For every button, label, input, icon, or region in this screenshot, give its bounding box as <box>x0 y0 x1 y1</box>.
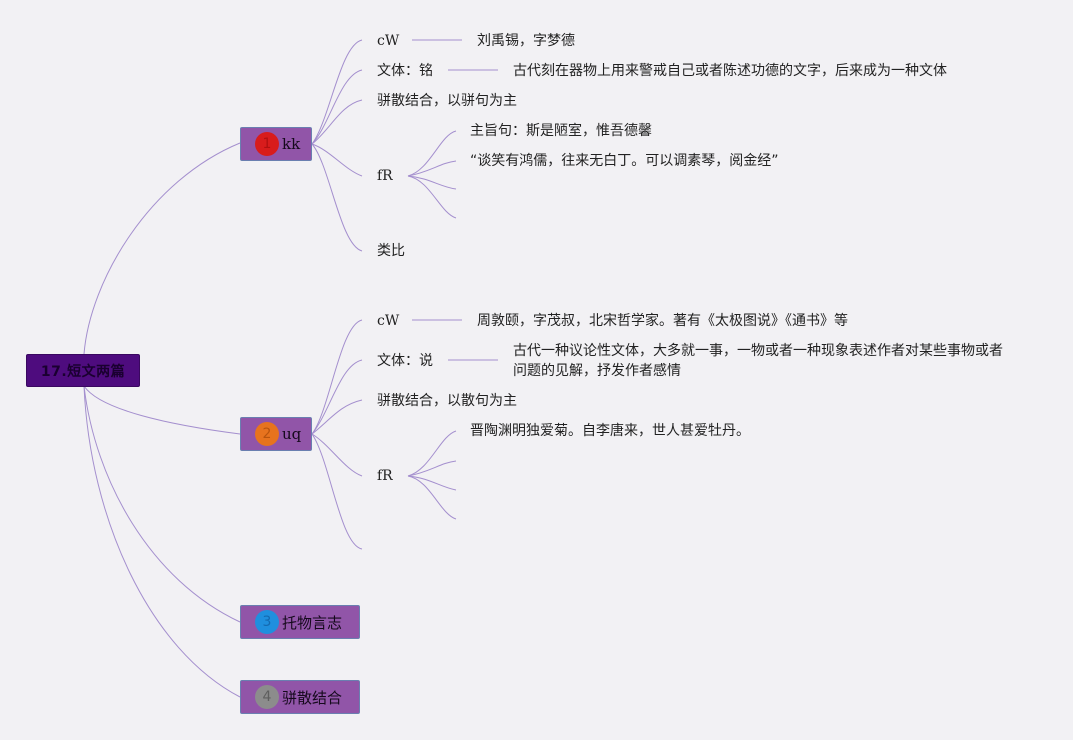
branch-2-style-label[interactable]: 骈散结合，以散句为主 <box>377 393 517 409</box>
branch-1-style-label[interactable]: 骈散结合，以骈句为主 <box>377 93 517 109</box>
link-root-branch-2 <box>83 385 241 435</box>
branch-1-analogy-label[interactable]: 类比 <box>377 243 405 259</box>
branch-1-author-detail[interactable]: 刘禹锡，字梦德 <box>477 33 575 49</box>
branch-1-label: kk <box>282 135 301 153</box>
number-badge-1: 1 <box>255 132 279 156</box>
branch-1-fr-detail-2[interactable]: “谈笑有鸿儒，往来无白丁。可以调素琴，阅金经” <box>470 153 779 169</box>
root-topic[interactable]: 17.短文两篇 <box>26 354 140 387</box>
branch-2-author-label[interactable]: cW <box>377 313 400 329</box>
branch-2-topic[interactable]: 2 uq <box>240 417 312 451</box>
branch-4-label: 骈散结合 <box>282 688 343 707</box>
number-badge-4: 4 <box>255 685 279 709</box>
branch-4-topic[interactable]: 4 骈散结合 <box>240 680 360 714</box>
branch-2-fr-label[interactable]: fR <box>377 468 393 484</box>
branch-1-author-label[interactable]: cW <box>377 33 400 49</box>
number-badge-3: 3 <box>255 610 279 634</box>
branch-2-label: uq <box>282 425 302 443</box>
branch-1-genre-label[interactable]: 文体：铭 <box>377 63 433 79</box>
branch-3-topic[interactable]: 3 托物言志 <box>240 605 360 639</box>
branch-2-genre-label[interactable]: 文体：说 <box>377 353 433 369</box>
branch-1-genre-detail[interactable]: 古代刻在器物上用来警戒自己或者陈述功德的文字，后来成为一种文体 <box>513 63 947 79</box>
branch-2-genre-detail[interactable]: 古代一种议论性文体，大多就一事，一物或者一种现象表述作者对某些事物或者问题的见解… <box>513 343 1003 379</box>
branch-3-label: 托物言志 <box>282 613 343 632</box>
branch-1-fr-label[interactable]: fR <box>377 168 393 184</box>
branch-1-fr-detail-1[interactable]: 主旨句：斯是陋室，惟吾德馨 <box>470 123 652 139</box>
link-root-branch-3 <box>83 385 241 623</box>
link-root-branch-1 <box>83 142 241 355</box>
branch-2-fr-detail-1[interactable]: 晋陶渊明独爱菊。自李唐来，世人甚爱牡丹。 <box>470 423 750 439</box>
number-badge-2: 2 <box>255 422 279 446</box>
link-root-branch-4 <box>83 385 241 698</box>
root-topic-label: 17.短文两篇 <box>40 363 126 380</box>
branch-2-author-detail[interactable]: 周敦颐，字茂叔，北宋哲学家。著有《太极图说》《通书》等 <box>477 313 848 329</box>
branch-1-topic[interactable]: 1 kk <box>240 127 312 161</box>
